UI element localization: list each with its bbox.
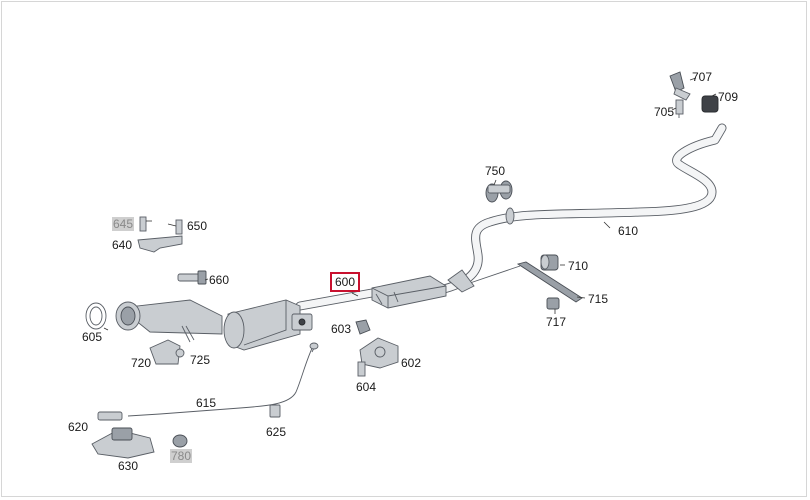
bracket-640[interactable] bbox=[137, 235, 183, 253]
hanger-bracket-715[interactable] bbox=[469, 261, 583, 303]
dpf-strut[interactable] bbox=[181, 325, 195, 343]
callout-717: 717 bbox=[546, 315, 567, 329]
rubber-mount-710[interactable] bbox=[540, 254, 559, 271]
exhaust-pipe-610[interactable] bbox=[295, 123, 727, 311]
callout-625: 625 bbox=[266, 425, 287, 439]
callout-615: 615 bbox=[196, 396, 217, 410]
callout-707: 707 bbox=[692, 70, 713, 84]
bolt-705[interactable] bbox=[675, 99, 684, 118]
diesel-particulate-filter[interactable] bbox=[115, 299, 301, 351]
sensor-620[interactable] bbox=[97, 411, 123, 421]
callout-720: 720 bbox=[131, 356, 152, 370]
callout-600-highlighted[interactable]: 600 bbox=[330, 272, 361, 292]
stud-604[interactable] bbox=[357, 361, 366, 377]
callout-660: 660 bbox=[209, 273, 230, 287]
callout-630: 630 bbox=[118, 459, 139, 473]
callout-610: 610 bbox=[618, 224, 639, 238]
bracket-602[interactable] bbox=[359, 337, 399, 369]
bolt-645[interactable] bbox=[139, 216, 147, 232]
nut-725[interactable] bbox=[175, 348, 185, 358]
callout-640: 640 bbox=[112, 238, 133, 252]
rubber-mount-717[interactable] bbox=[546, 297, 560, 310]
rear-hanger-707[interactable] bbox=[669, 71, 691, 101]
nut-780[interactable] bbox=[172, 434, 188, 448]
callout-602: 602 bbox=[401, 356, 422, 370]
bolt-660[interactable] bbox=[177, 270, 207, 285]
callout-650: 650 bbox=[187, 219, 208, 233]
bracket-720[interactable] bbox=[149, 339, 181, 365]
callout-645: 645 bbox=[112, 217, 135, 231]
callout-604: 604 bbox=[356, 380, 377, 394]
callout-709: 709 bbox=[718, 90, 739, 104]
leader-lines bbox=[103, 77, 717, 331]
bolt-650[interactable] bbox=[175, 219, 183, 235]
callout-725: 725 bbox=[190, 353, 211, 367]
callout-603: 603 bbox=[331, 322, 352, 336]
callout-750: 750 bbox=[485, 164, 506, 178]
callout-715: 715 bbox=[588, 292, 609, 306]
rubber-mount-709[interactable] bbox=[701, 95, 719, 113]
sensor-line-615[interactable] bbox=[127, 342, 319, 417]
callout-605: 605 bbox=[82, 330, 103, 344]
callout-620: 620 bbox=[68, 420, 89, 434]
center-muffler-600[interactable] bbox=[371, 275, 447, 309]
control-unit-630[interactable] bbox=[91, 427, 155, 459]
nut-603[interactable] bbox=[355, 319, 371, 335]
pressure-sensor-element[interactable] bbox=[291, 313, 313, 331]
muffler-bracket[interactable] bbox=[447, 269, 475, 293]
callout-780: 780 bbox=[170, 449, 193, 463]
clamp-ring-605[interactable] bbox=[85, 302, 107, 330]
holder-625[interactable] bbox=[269, 404, 281, 418]
callout-710: 710 bbox=[568, 259, 589, 273]
clamp-750[interactable] bbox=[485, 180, 513, 203]
callout-705: 705 bbox=[654, 105, 675, 119]
